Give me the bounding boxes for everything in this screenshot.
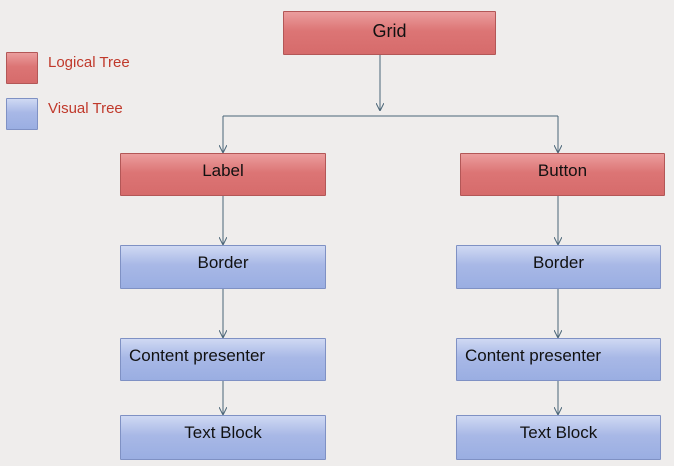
node-button: Button [460,153,665,196]
node-label: Label [120,153,326,196]
node-border-left: Border [120,245,326,289]
legend-logical-tree: Logical Tree [6,52,156,84]
legend-logical-label: Logical Tree [48,54,130,71]
node-border-right: Border [456,245,661,289]
legend-logical-swatch [6,52,38,84]
node-content-presenter-left: Content presenter [120,338,326,381]
node-grid: Grid [283,11,496,55]
node-content-presenter-right: Content presenter [456,338,661,381]
legend-visual-label: Visual Tree [48,100,123,117]
node-text-block-left: Text Block [120,415,326,460]
legend-visual-swatch [6,98,38,130]
node-text-block-right: Text Block [456,415,661,460]
legend-visual-tree: Visual Tree [6,98,156,130]
